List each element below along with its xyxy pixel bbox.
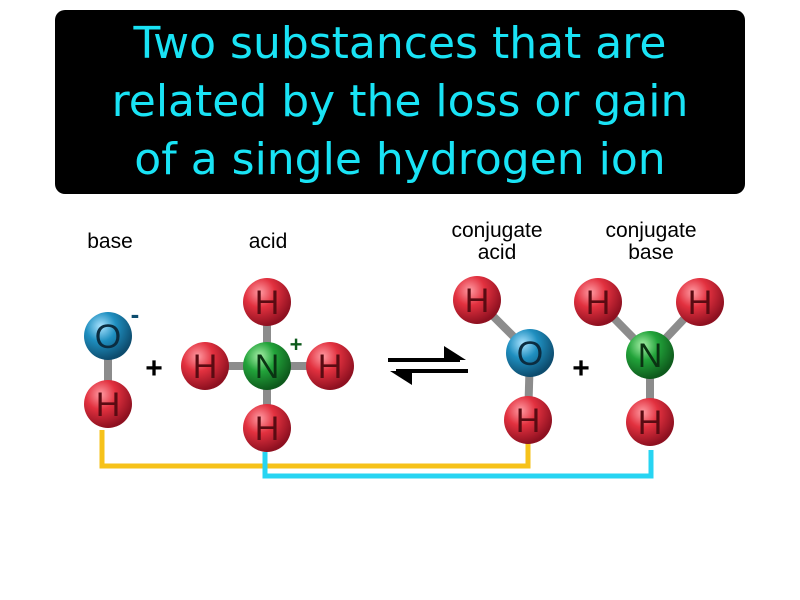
svg-text:H: H [193, 348, 218, 386]
positive-charge: + [290, 332, 303, 357]
label-acid: acid [248, 230, 288, 253]
definition-text: Two substances that are related by the l… [112, 15, 689, 189]
label-conjugate-base-line-2: base [628, 241, 674, 264]
negative-charge: - [131, 299, 140, 329]
ammonia-hydrogen-right: H [676, 278, 724, 326]
definition-line-2: related by the loss or gain [111, 76, 689, 127]
svg-text:N: N [638, 337, 663, 375]
svg-text:H: H [516, 402, 541, 440]
equilibrium-arrows-icon [388, 346, 468, 385]
ammonia-hydrogen-bottom: H [626, 398, 674, 446]
ammonium-hydrogen-left: H [181, 342, 229, 390]
ammonium-hydrogen-bottom: H [243, 404, 291, 452]
definition-banner: Two substances that are related by the l… [55, 10, 745, 194]
label-conjugate-acid: conjugate acid [432, 220, 562, 264]
svg-text:H: H [638, 404, 663, 442]
svg-text:O: O [517, 335, 543, 373]
ammonium-nitrogen-atom: N [243, 342, 291, 390]
label-base: base [87, 230, 133, 253]
svg-text:H: H [255, 284, 280, 322]
definition-line-1: Two substances that are [133, 18, 667, 69]
svg-text:H: H [465, 282, 490, 320]
label-conjugate-base: conjugate base [586, 220, 716, 264]
plus-sign-products: + [572, 352, 590, 385]
label-conjugate-base-line-1: conjugate [605, 219, 697, 242]
plus-sign-reactants: + [145, 352, 163, 385]
ammonium-hydrogen-top: H [243, 278, 291, 326]
svg-text:H: H [688, 284, 713, 322]
label-conjugate-acid-line-1: conjugate [451, 219, 543, 242]
label-conjugate-acid-line-2: acid [477, 241, 517, 264]
ammonia-nitrogen-atom: N [626, 331, 674, 379]
base-to-conjugate-acid-bracket [99, 430, 531, 469]
svg-text:N: N [255, 348, 280, 386]
ammonium-hydrogen-right: H [306, 342, 354, 390]
hydroxide-oxygen-atom: O [84, 312, 132, 360]
svg-text:H: H [96, 386, 121, 424]
water-hydrogen-bottom: H [504, 396, 552, 444]
svg-text:H: H [586, 284, 611, 322]
hydroxide-hydrogen-atom: H [84, 380, 132, 428]
definition-line-3: of a single hydrogen ion [134, 134, 666, 185]
water-oxygen-atom: O [506, 329, 554, 377]
svg-text:O: O [95, 318, 121, 356]
svg-text:H: H [318, 348, 343, 386]
ammonia-hydrogen-left: H [574, 278, 622, 326]
acid-to-conjugate-base-bracket [262, 450, 654, 479]
water-hydrogen-left: H [453, 276, 501, 324]
svg-text:H: H [255, 410, 280, 448]
